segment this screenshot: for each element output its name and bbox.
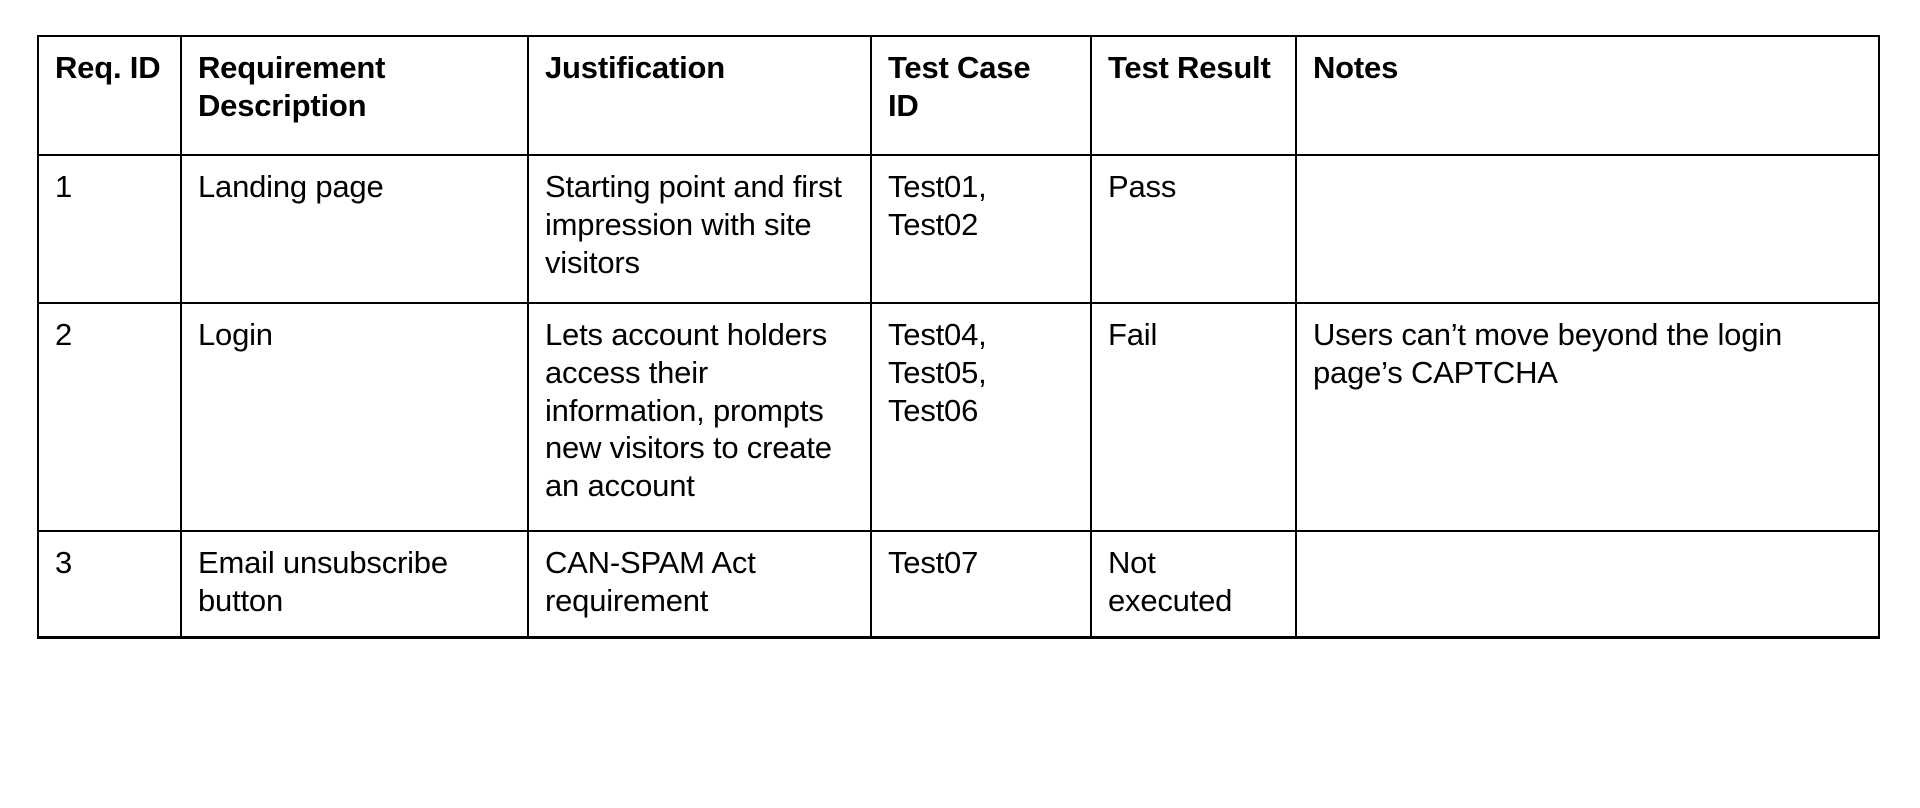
cell-justification-value: Lets account holders access their inform… xyxy=(545,317,832,504)
cell-test-result-value: Not executed xyxy=(1108,545,1233,618)
cell-test-case-id: Test07 xyxy=(870,530,1092,639)
cell-test-case-id-value: Test04, Test05, Test06 xyxy=(888,317,987,428)
requirements-traceability-table: Req. ID Requirement Description Justific… xyxy=(37,35,1880,639)
cell-test-case-id-value: Test07 xyxy=(888,545,979,580)
cell-justification-value: CAN-SPAM Act requirement xyxy=(545,545,756,618)
column-header-requirement-description-label: Requirement Description xyxy=(198,50,386,123)
cell-test-result-value: Pass xyxy=(1108,169,1177,204)
cell-req-id-value: 3 xyxy=(55,545,73,580)
cell-justification: CAN-SPAM Act requirement xyxy=(527,530,872,639)
column-header-test-result: Test Result xyxy=(1090,35,1297,156)
table-header: Req. ID Requirement Description Justific… xyxy=(37,35,1880,156)
column-header-test-case-id: Test Case ID xyxy=(870,35,1092,156)
cell-req-id-value: 2 xyxy=(55,317,73,352)
cell-test-case-id: Test04, Test05, Test06 xyxy=(870,302,1092,532)
table-body: 1 Landing page Starting point and first … xyxy=(37,154,1880,639)
cell-req-id: 3 xyxy=(37,530,182,639)
cell-requirement-description: Landing page xyxy=(180,154,529,304)
table-row: 1 Landing page Starting point and first … xyxy=(37,154,1880,304)
cell-test-case-id-value: Test01, Test02 xyxy=(888,169,987,242)
cell-notes-value: Users can’t move beyond the login page’s… xyxy=(1313,317,1782,390)
cell-test-result: Fail xyxy=(1090,302,1297,532)
cell-justification: Starting point and first impression with… xyxy=(527,154,872,304)
column-header-test-case-id-label: Test Case ID xyxy=(888,50,1031,123)
cell-req-id: 1 xyxy=(37,154,182,304)
cell-test-result: Not executed xyxy=(1090,530,1297,639)
column-header-req-id: Req. ID xyxy=(37,35,182,156)
column-header-test-result-label: Test Result xyxy=(1108,50,1271,85)
cell-notes-value xyxy=(1313,544,1864,545)
column-header-req-id-label: Req. ID xyxy=(55,50,161,85)
column-header-notes-label: Notes xyxy=(1313,50,1399,85)
table-row: 2 Login Lets account holders access thei… xyxy=(37,302,1880,532)
table-header-row: Req. ID Requirement Description Justific… xyxy=(37,35,1880,156)
cell-justification-value: Starting point and first impression with… xyxy=(545,169,842,280)
cell-requirement-description: Email unsubscribe button xyxy=(180,530,529,639)
cell-test-result-value: Fail xyxy=(1108,317,1158,352)
column-header-justification: Justification xyxy=(527,35,872,156)
cell-justification: Lets account holders access their inform… xyxy=(527,302,872,532)
cell-notes: Users can’t move beyond the login page’s… xyxy=(1295,302,1880,532)
cell-test-case-id: Test01, Test02 xyxy=(870,154,1092,304)
cell-test-result: Pass xyxy=(1090,154,1297,304)
cell-requirement-description-value: Login xyxy=(198,317,273,352)
cell-requirement-description: Login xyxy=(180,302,529,532)
cell-notes xyxy=(1295,154,1880,304)
cell-requirement-description-value: Email unsubscribe button xyxy=(198,545,448,618)
column-header-notes: Notes xyxy=(1295,35,1880,156)
cell-notes xyxy=(1295,530,1880,639)
cell-req-id: 2 xyxy=(37,302,182,532)
column-header-requirement-description: Requirement Description xyxy=(180,35,529,156)
column-header-justification-label: Justification xyxy=(545,50,725,85)
cell-requirement-description-value: Landing page xyxy=(198,169,384,204)
cell-req-id-value: 1 xyxy=(55,169,73,204)
table-row: 3 Email unsubscribe button CAN-SPAM Act … xyxy=(37,530,1880,639)
cell-notes-value xyxy=(1313,168,1864,169)
